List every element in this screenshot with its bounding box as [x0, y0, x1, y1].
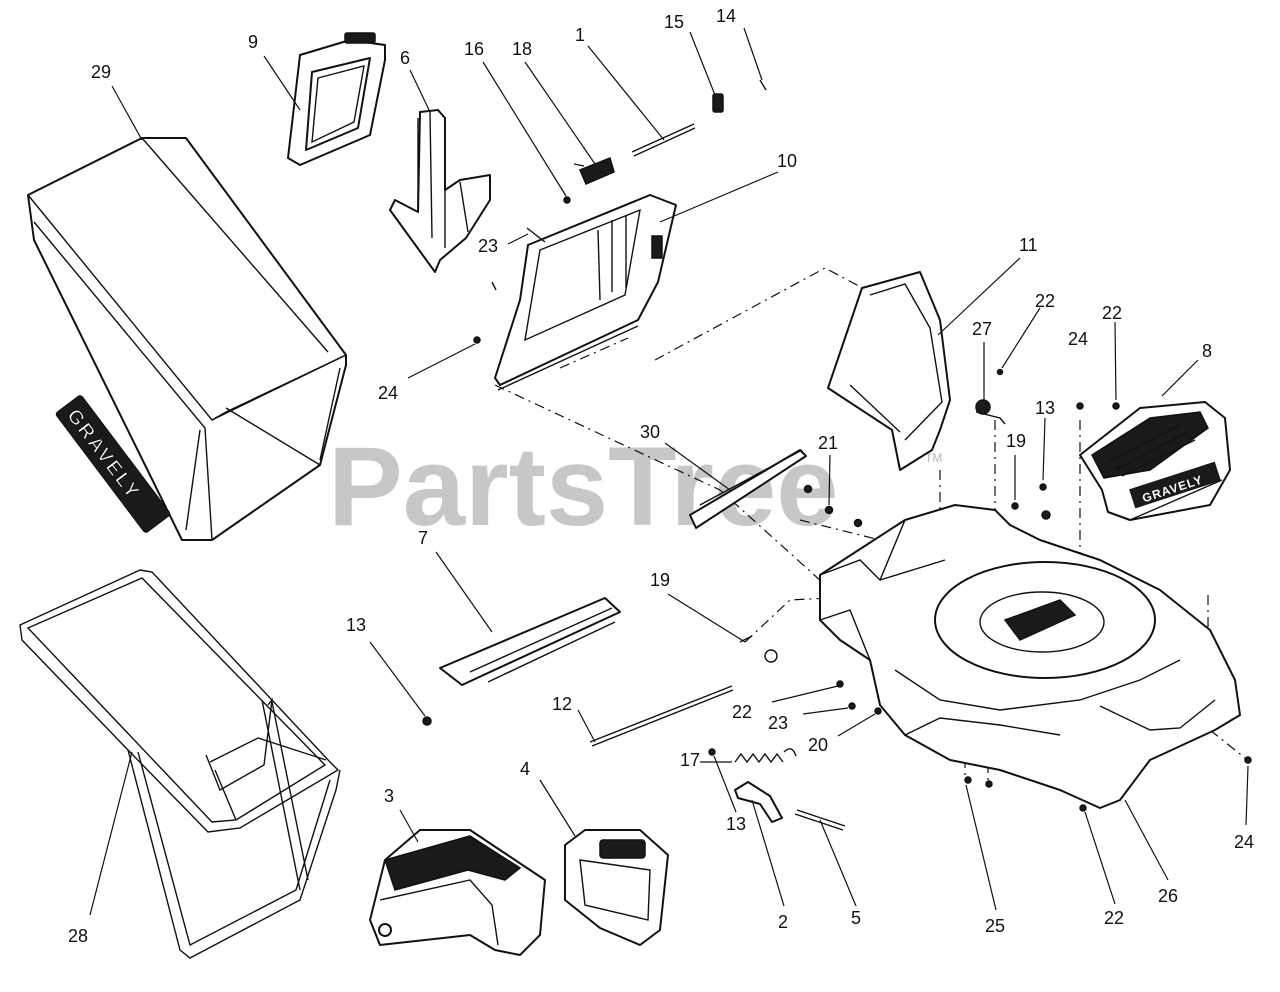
- part-26-mower-deck: [819, 504, 1241, 809]
- part-29-grass-bag: GRAVELY: [27, 137, 347, 541]
- callout-23-lower: 23: [768, 713, 788, 733]
- part-14-screw: [759, 79, 767, 91]
- part-8-rear-cover: GRAVELY: [1079, 401, 1231, 521]
- part-6-hinge-bracket: [389, 109, 491, 273]
- callout-19-upper: 19: [1006, 431, 1026, 451]
- part-9-bag-door: [287, 32, 386, 166]
- callout-16: 16: [464, 39, 484, 59]
- part-28-bag-frame: [19, 569, 341, 959]
- callout-2: 2: [778, 912, 788, 932]
- part-2-lever: [734, 781, 783, 823]
- part-27-latch: [975, 368, 1006, 425]
- callout-10: 10: [777, 151, 797, 171]
- callout-13-upper: 13: [1035, 398, 1055, 418]
- callout-19-lower: 19: [650, 570, 670, 590]
- part-24-bolt-left: [473, 336, 481, 344]
- callout-15: 15: [664, 12, 684, 32]
- callout-22-upper: 22: [1035, 291, 1055, 311]
- part-23-bolts-upper: [491, 227, 546, 291]
- callout-5: 5: [851, 908, 861, 928]
- callout-27: 27: [972, 319, 992, 339]
- callout-28: 28: [68, 926, 88, 946]
- watermark-trademark: TM: [925, 451, 942, 465]
- callout-23-upper: 23: [478, 236, 498, 256]
- callout-3: 3: [384, 786, 394, 806]
- part-7-mulch-plate: [439, 597, 621, 686]
- part-16-nut: [563, 196, 571, 204]
- watermark-text: PartsTree: [328, 424, 839, 549]
- callout-4: 4: [520, 759, 530, 779]
- part-19-pin: [739, 635, 778, 663]
- callout-13-left: 13: [346, 615, 366, 635]
- callout-18: 18: [512, 39, 532, 59]
- callout-17: 17: [680, 750, 700, 770]
- callout-1: 1: [575, 25, 585, 45]
- callout-30: 30: [640, 422, 660, 442]
- callout-13-lower: 13: [726, 814, 746, 834]
- callout-29: 29: [91, 62, 111, 82]
- callout-12: 12: [552, 694, 572, 714]
- callout-24-left: 24: [378, 383, 398, 403]
- callout-21: 21: [818, 433, 838, 453]
- callout-11: 11: [1019, 235, 1038, 255]
- part-15-clip: [712, 93, 724, 113]
- part-11-discharge-chute: [827, 271, 951, 471]
- part-3-wheel-cover: [369, 829, 546, 956]
- callout-26: 26: [1158, 886, 1178, 906]
- callout-9: 9: [248, 32, 258, 52]
- callout-labels: 29 9 6 16 18 1 15 14 10 23 24 11 22 27 2…: [68, 6, 1254, 946]
- callout-22-right: 22: [1102, 303, 1122, 323]
- callout-24-bottom-right: 24: [1234, 832, 1254, 852]
- callout-22-bottom: 22: [1104, 908, 1124, 928]
- callout-7: 7: [418, 528, 428, 548]
- part-5-rod: [794, 809, 846, 831]
- part-10-rear-frame: [494, 194, 677, 391]
- callout-22-lower: 22: [732, 702, 752, 722]
- part-4-wheel-cover: [564, 829, 669, 946]
- part-12-axle: [589, 685, 734, 747]
- leader-lines: [89, 27, 1249, 916]
- callout-24-upper-right: 24: [1068, 329, 1088, 349]
- part-17-spring: [734, 748, 797, 764]
- hardware-bits: [422, 402, 1252, 812]
- part-18-spring: [573, 156, 615, 185]
- callout-25: 25: [985, 916, 1005, 936]
- callout-8: 8: [1202, 341, 1212, 361]
- callout-14: 14: [716, 6, 736, 26]
- part-30-hinge-bar: [689, 449, 807, 529]
- callout-6: 6: [400, 48, 410, 68]
- callout-20: 20: [808, 735, 828, 755]
